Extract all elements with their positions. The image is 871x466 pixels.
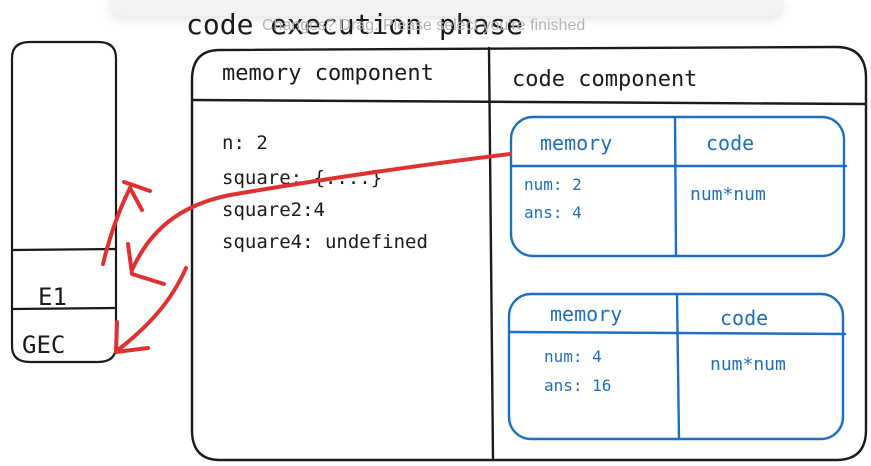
pop-arrow bbox=[116, 266, 188, 352]
context-1-memory-line: ans: 4 bbox=[524, 203, 582, 222]
stack-divider-top bbox=[10, 247, 118, 252]
call-stack-outline bbox=[10, 40, 118, 364]
context-1-memory-label: memory bbox=[540, 131, 612, 155]
function-context-2-column-line bbox=[675, 292, 681, 441]
column-divider bbox=[487, 46, 495, 462]
phase-title: code execution phase bbox=[186, 8, 523, 41]
stack-item-e1: E1 bbox=[38, 283, 67, 311]
context-1-code-text: num*num bbox=[690, 184, 766, 205]
call-stack bbox=[10, 40, 118, 364]
push-arrow bbox=[101, 186, 132, 266]
context-2-code-label: code bbox=[720, 306, 768, 330]
execution-context-box bbox=[190, 45, 868, 462]
stack-divider-middle bbox=[10, 306, 118, 311]
function-context-1 bbox=[509, 115, 848, 258]
return-arrow-head bbox=[126, 242, 166, 286]
execution-context-outline bbox=[190, 45, 868, 462]
memory-line: n: 2 bbox=[222, 132, 268, 154]
memory-line: square: {....} bbox=[222, 167, 382, 189]
context-2-memory-label: memory bbox=[550, 302, 622, 326]
return-arrow bbox=[130, 152, 512, 272]
memory-line: square2:4 bbox=[222, 199, 325, 221]
push-arrow-head bbox=[122, 180, 152, 212]
context-1-memory-line: num: 2 bbox=[524, 175, 582, 194]
red-arrows bbox=[101, 152, 512, 354]
memory-component-header: memory component bbox=[222, 61, 434, 86]
memory-line: square4: undefined bbox=[222, 231, 428, 253]
function-context-1-column-line bbox=[673, 115, 678, 258]
context-2-code-text: num*num bbox=[710, 354, 786, 375]
notification-text: Changes? Drag. Please select you're fini… bbox=[262, 17, 586, 34]
pop-arrow-head bbox=[114, 320, 150, 354]
context-2-memory-line: num: 4 bbox=[544, 347, 602, 366]
header-divider bbox=[190, 98, 868, 106]
context-2-memory-line: ans: 16 bbox=[544, 376, 611, 395]
stack-item-gec: GEC bbox=[22, 331, 65, 359]
context-1-code-label: code bbox=[706, 131, 754, 155]
function-context-2 bbox=[507, 292, 847, 441]
memory-list: n: 2 square: {....} square2:4 square4: u… bbox=[222, 132, 428, 253]
code-component-header: code component bbox=[512, 67, 697, 92]
function-context-1-outline bbox=[509, 115, 846, 258]
notification-banner bbox=[108, 0, 784, 16]
